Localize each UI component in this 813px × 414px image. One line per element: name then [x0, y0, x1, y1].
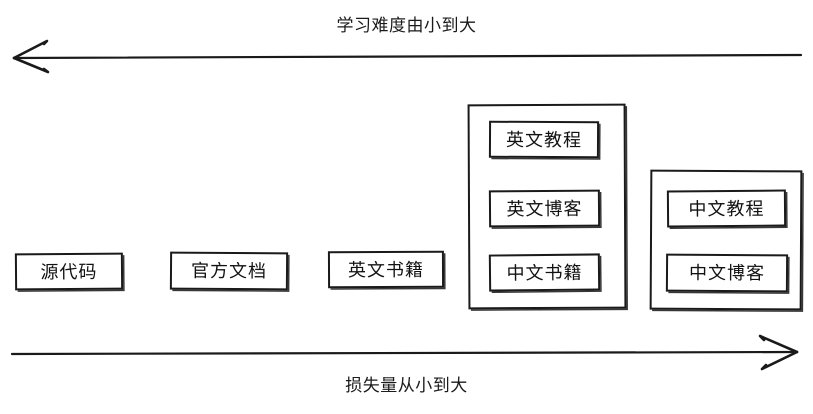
node-label: 英文书籍 — [347, 259, 425, 280]
node-english-tutorial[interactable]: 英文教程 — [488, 120, 600, 159]
node-english-books[interactable]: 英文书籍 — [327, 250, 445, 289]
node-label: 官方文档 — [190, 260, 268, 282]
bottom-axis-arrow — [10, 334, 799, 371]
node-label: 中文教程 — [688, 198, 765, 219]
node-label: 英文教程 — [505, 129, 583, 150]
top-axis-arrow — [12, 39, 803, 74]
node-chinese-tutorial[interactable]: 中文教程 — [666, 189, 787, 228]
node-label: 源代码 — [40, 261, 98, 282]
node-official-docs[interactable]: 官方文档 — [169, 251, 289, 291]
node-label: 英文博客 — [506, 198, 583, 219]
bottom-axis-label: 损失量从小到大 — [345, 376, 468, 395]
node-chinese-blog[interactable]: 中文博客 — [665, 253, 789, 293]
node-chinese-books[interactable]: 中文书籍 — [488, 253, 601, 292]
node-label: 中文书籍 — [506, 262, 583, 283]
node-label: 中文博客 — [688, 262, 766, 284]
node-english-blog[interactable]: 英文博客 — [488, 189, 601, 228]
node-source-code[interactable]: 源代码 — [14, 252, 124, 291]
top-axis-label: 学习难度由小到大 — [336, 16, 477, 35]
